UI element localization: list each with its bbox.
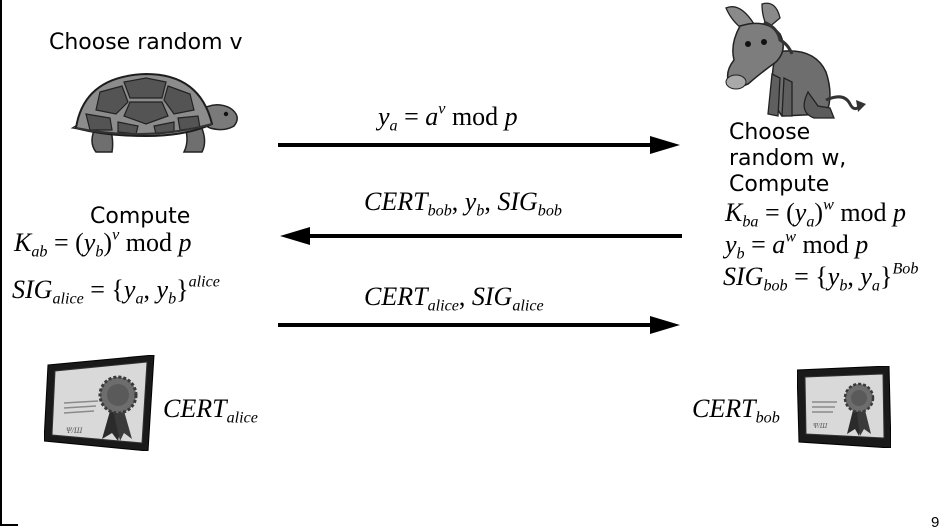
svg-text:Ψ/Ш: Ψ/Ш [813,422,828,430]
alice-cert-label: CERTalice [163,394,258,427]
svg-text:Ψ/Ш: Ψ/Ш [66,426,83,435]
bob-y-b-formula: yb = aw mod p [725,228,869,263]
arrow-alice-to-bob-2 [278,316,680,334]
bob-k-ba-formula: Kba = (ya)w mod p [725,196,907,231]
alice-compute-label: Compute [90,204,191,229]
message-1-label: ya = av mod p [378,100,518,135]
donkey-icon [725,2,866,119]
bob-signature-formula: SIGbob = {yb, ya}Bob [723,260,919,295]
page-number: 9 [931,514,940,531]
alice-k-ab-formula: Kab = (yb)v mod p [14,226,192,261]
message-2-label: CERTbob, yb, SIGbob [364,187,562,220]
slide-left-border [0,0,2,525]
bob-choose-line-2: random w, [729,146,847,171]
message-3-label: CERTalice, SIGalice [364,282,544,315]
alice-choose-label: Choose random v [49,30,243,55]
turtle-icon [70,72,238,153]
alice-signature-formula: SIGalice = {ya, yb}alice [12,273,220,308]
bob-cert-label: CERTbob [692,394,780,427]
bob-certificate-icon: Ψ/Ш [797,366,891,448]
alice-certificate-icon: Ψ/Ш [44,355,155,451]
bob-choose-line-1: Choose [729,120,811,145]
bob-choose-label: Choose random w, Compute [729,120,846,198]
arrow-alice-to-bob-1 [278,136,680,154]
arrow-bob-to-alice [280,227,682,245]
slide-bottom-border [0,524,18,526]
bob-compute-label: Compute [729,172,830,197]
